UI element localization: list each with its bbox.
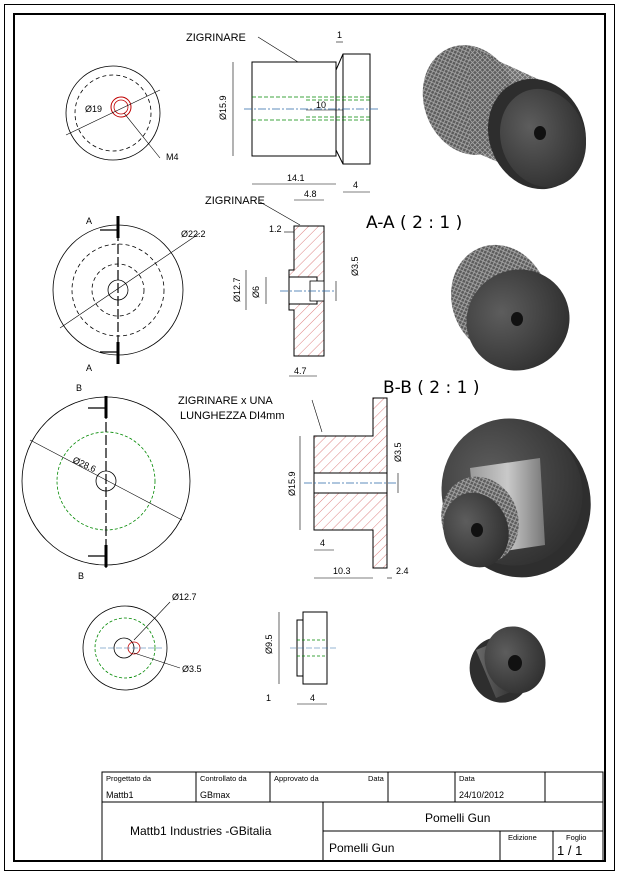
dim-4-8: 4.8 <box>304 189 317 199</box>
note-knurl-2: ZIGRINARE <box>205 195 265 207</box>
label-b-top: B <box>76 383 82 393</box>
tb-sheet: 1 / 1 <box>557 843 582 858</box>
tb-edition-label: Edizione <box>508 833 537 842</box>
tb-sheet-label: Foglio <box>566 833 586 842</box>
label-a-top: A <box>86 216 92 226</box>
iso-view-4 <box>469 626 546 703</box>
note-knurl-1: ZIGRINARE <box>186 32 246 44</box>
note-knurl-3a: ZIGRINARE x UNA <box>178 395 273 407</box>
label-a-bottom: A <box>86 363 92 373</box>
dim-d22-2: Ø22.2 <box>181 229 206 239</box>
tb-checked-by-label: Controllato da <box>200 774 248 783</box>
dim-4-7: 4.7 <box>294 366 307 376</box>
title-block <box>101 771 604 862</box>
side-view-1 <box>232 36 378 193</box>
dim-d6: Ø6 <box>251 286 261 298</box>
section-b-b <box>299 397 399 579</box>
dim-4-b: 4 <box>320 538 325 548</box>
dim-d15-9-b: Ø15.9 <box>287 471 297 496</box>
front-view-2 <box>52 216 201 364</box>
front-view-4 <box>82 601 181 691</box>
dim-d3-5-c: Ø3.5 <box>182 664 202 674</box>
iso-view-1 <box>422 45 587 190</box>
dim-d12-7-b: Ø12.7 <box>172 592 197 602</box>
side-view-4 <box>278 611 336 705</box>
tb-title: Pomelli Gun <box>425 811 490 825</box>
dim-2-4: 2.4 <box>396 566 409 576</box>
tb-subtitle: Pomelli Gun <box>329 841 394 855</box>
section-a-a <box>245 199 337 377</box>
dim-14-1: 14.1 <box>287 173 305 183</box>
dim-10-3: 10.3 <box>333 566 351 576</box>
tb-company: Mattb1 Industries -GBitalia <box>130 824 272 838</box>
tb-date-label-2: Data <box>459 774 476 783</box>
outer-border <box>4 4 615 871</box>
tb-date-label-1: Data <box>368 774 385 783</box>
front-view-3 <box>21 396 191 568</box>
iso-view-2 <box>450 244 570 371</box>
front-view-1 <box>65 65 161 161</box>
dim-d28-6: Ø28.6 <box>71 455 97 474</box>
dim-1-2: 1.2 <box>269 224 282 234</box>
iso-view-3 <box>441 418 591 578</box>
section-title-bb: B-B ( 2 : 1 ) <box>383 378 480 398</box>
dim-1-a: 1 <box>337 30 342 40</box>
tb-checked-by: GBmax <box>200 790 231 800</box>
dim-m4: M4 <box>166 152 179 162</box>
dim-1-b: 1 <box>266 693 271 703</box>
dim-d12-7-a: Ø12.7 <box>232 277 242 302</box>
tb-approved-by-label: Approvato da <box>274 774 319 783</box>
dim-d19: Ø19 <box>85 104 102 114</box>
section-title-aa: A-A ( 2 : 1 ) <box>366 213 462 233</box>
dim-d3-5-a: Ø3.5 <box>350 256 360 276</box>
tb-date: 24/10/2012 <box>459 790 504 800</box>
dim-4-a: 4 <box>353 180 358 190</box>
dim-d15-9-a: Ø15.9 <box>218 95 228 120</box>
tb-designed-by: Mattb1 <box>106 790 134 800</box>
dim-d3-5-b: Ø3.5 <box>393 442 403 462</box>
label-b-bottom: B <box>78 571 84 581</box>
dim-10: 10 <box>316 100 326 110</box>
note-knurl-3b: LUNGHEZZA DI4mm <box>180 410 285 422</box>
tb-designed-by-label: Progettato da <box>106 774 152 783</box>
dim-4-c: 4 <box>310 693 315 703</box>
dim-d9-5: Ø9.5 <box>264 634 274 654</box>
